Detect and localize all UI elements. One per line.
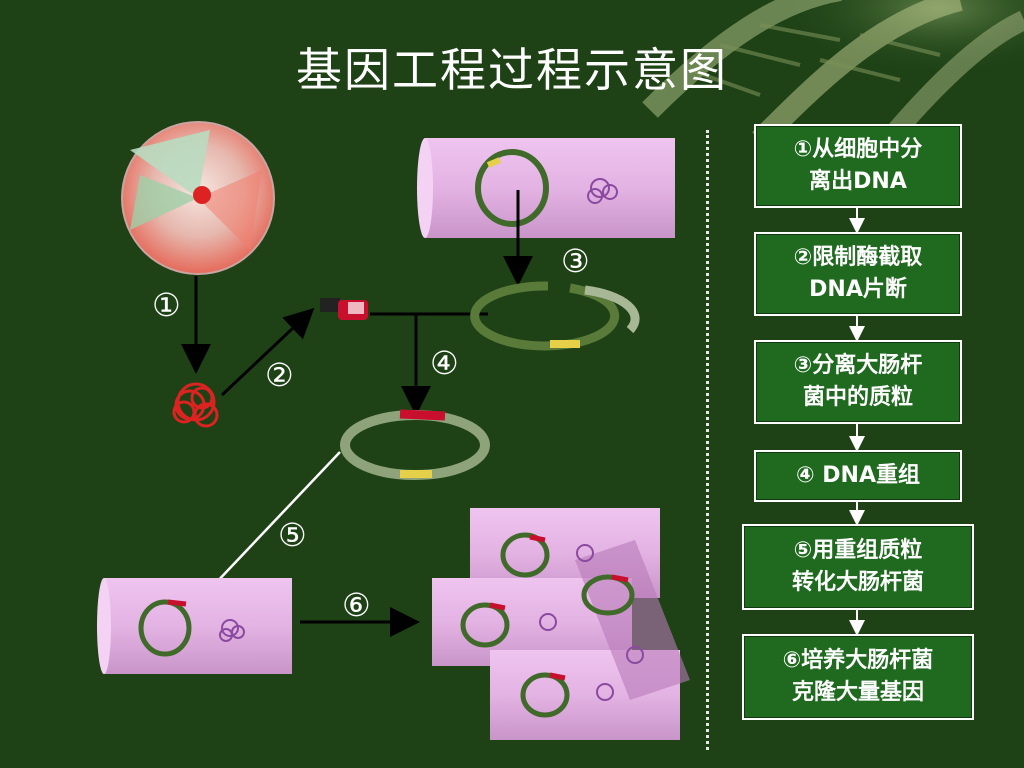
step-box-5-text: ⑤用重组质粒 转化大肠杆菌	[791, 538, 924, 595]
step-box-2: ②限制酶截取 DNA片断	[754, 232, 962, 316]
step-box-5: ⑤用重组质粒 转化大肠杆菌	[742, 524, 974, 610]
divider-dotted	[706, 130, 709, 750]
recombinant-plasmid	[340, 409, 490, 480]
label-step2: ②	[265, 356, 294, 394]
step-box-6-text: ⑥培养大肠杆菌 克隆大量基因	[782, 648, 934, 705]
label-step5: ⑤	[278, 516, 307, 554]
step-box-4-text: ④ DNA重组	[796, 463, 920, 488]
label-step4: ④	[430, 344, 459, 382]
step-box-1-text: ①从细胞中分 离出DNA	[793, 137, 923, 194]
genetic-engineering-illustration	[97, 121, 690, 740]
page-title: 基因工程过程示意图	[296, 43, 728, 97]
step-box-2-text: ②限制酶截取 DNA片断	[793, 245, 923, 302]
label-step3: ③	[561, 242, 590, 280]
bacterium-transformed	[97, 578, 292, 674]
label-step6: ⑥	[342, 586, 371, 624]
animal-cell	[121, 121, 275, 275]
opened-plasmid	[470, 281, 640, 351]
step-box-6: ⑥培养大肠杆菌 克隆大量基因	[742, 634, 974, 720]
step-box-3-text: ③分离大肠杆 菌中的质粒	[793, 353, 923, 410]
step-box-3: ③分离大肠杆 菌中的质粒	[754, 340, 962, 424]
dna-fragment	[320, 298, 368, 320]
step-box-1: ①从细胞中分 离出DNA	[754, 124, 962, 208]
step-box-4: ④ DNA重组	[754, 450, 962, 502]
bacterium-top	[417, 138, 675, 238]
label-step1: ①	[152, 286, 181, 324]
dna-tangle	[172, 382, 219, 428]
bacteria-colony	[432, 508, 690, 740]
